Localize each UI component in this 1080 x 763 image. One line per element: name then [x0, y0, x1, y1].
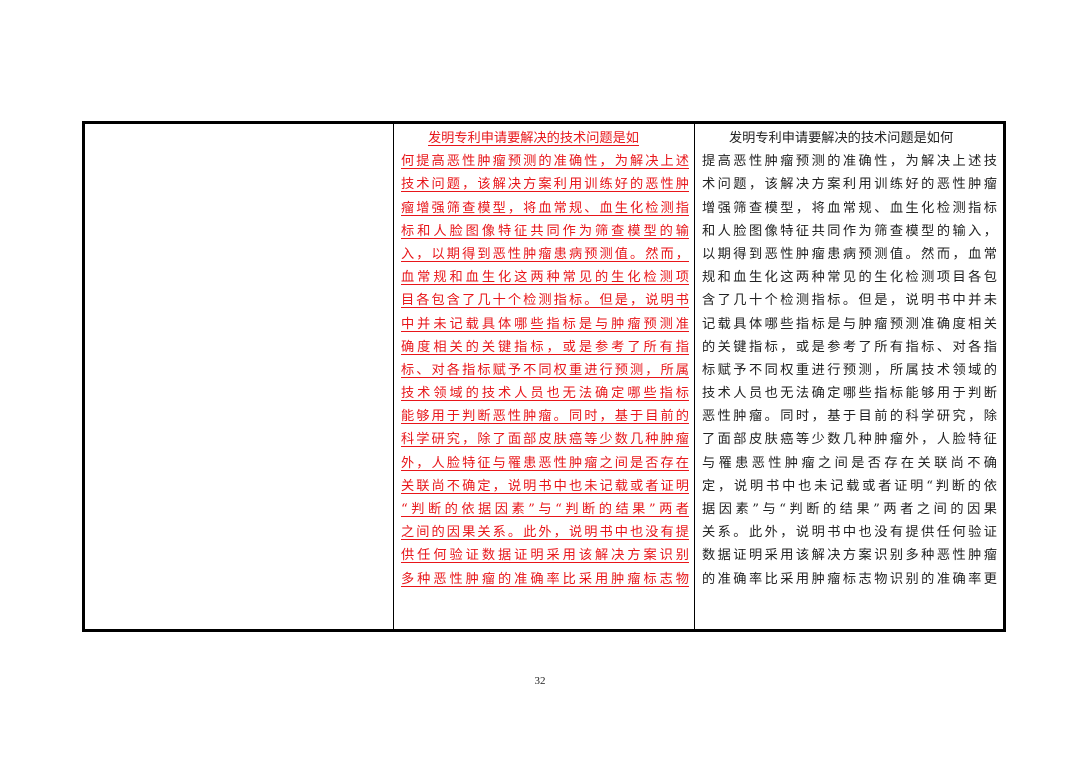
original-text-line: 数据证明采用该解决方案识别多种恶性肿瘤: [702, 548, 997, 564]
revised-text-line: 外，人脸特征与罹患恶性肿瘤之间是否存在: [401, 455, 689, 471]
revised-text-line: 供任何验证数据证明采用该解决方案识别: [401, 548, 689, 564]
revised-text-line: 科学研究，除了面部皮肤癌等少数几种肿瘤: [401, 432, 689, 448]
revised-text-line: 多种恶性肿瘤的准确率比采用肿瘤标志物: [401, 571, 689, 587]
original-text-column: 发明专利申请要解决的技术问题是如何提高恶性肿瘤预测的准确性，为解决上述技术问题，…: [695, 124, 1003, 629]
original-text-line: 了面部皮肤癌等少数几种肿瘤外，人脸特征: [702, 432, 997, 448]
revised-text-line: 之间的因果关系。此外，说明书中也没有提: [401, 525, 689, 541]
original-text-line: 和人脸图像特征共同作为筛查模型的输入，: [702, 223, 997, 239]
revised-text-line: 技术问题，该解决方案利用训练好的恶性肿: [401, 177, 689, 193]
revised-text-column: 发明专利申请要解决的技术问题是如何提高恶性肿瘤预测的准确性，为解决上述技术问题，…: [394, 124, 695, 629]
original-text-line: 术问题，该解决方案利用训练好的恶性肿瘤: [702, 177, 997, 193]
original-text-line: 含了几十个检测指标。但是，说明书中并未: [702, 293, 997, 309]
original-text-line: 规和血生化这两种常见的生化检测项目各包: [702, 270, 997, 286]
revised-text-line: 技术领域的技术人员也无法确定哪些指标: [401, 386, 689, 402]
original-text-line: 的关键指标，或是参考了所有指标、对各指: [702, 339, 997, 355]
revised-text-line: 目各包含了几十个检测指标。但是，说明书: [401, 293, 689, 309]
original-text-line: 提高恶性肿瘤预测的准确性，为解决上述技: [702, 154, 997, 170]
revised-text-line: 发明专利申请要解决的技术问题是如: [428, 131, 639, 146]
original-text-line: 关系。此外，说明书中也没有提供任何验证: [702, 525, 997, 541]
original-text-line: 增强筛查模型，将血常规、血生化检测指标: [702, 200, 997, 216]
original-text-line: 标赋予不同权重进行预测，所属技术领域的: [702, 362, 997, 378]
original-text-line: 发明专利申请要解决的技术问题是如何: [729, 131, 954, 146]
original-text-line: 的准确率比采用肿瘤标志物识别的准确率更: [702, 571, 997, 587]
empty-left-cell: [85, 124, 394, 629]
original-text-line: 以期得到恶性肿瘤患病预测值。然而，血常: [702, 246, 997, 262]
original-text-line: 恶性肿瘤。同时，基于目前的科学研究，除: [702, 409, 997, 425]
revised-text-line: 标和人脸图像特征共同作为筛查模型的输: [401, 223, 689, 239]
revised-text-line: 确度相关的关键指标，或是参考了所有指: [401, 339, 689, 355]
page-number: 32: [534, 675, 546, 687]
original-text-line: 据因素”与“判断的结果”两者之间的因果: [702, 502, 997, 517]
original-text-line: 与罹患恶性肿瘤之间是否存在关联尚不确: [702, 455, 997, 471]
revised-text-line: 标、对各指标赋予不同权重进行预测，所属: [401, 362, 689, 378]
revised-text-line: 血常规和血生化这两种常见的生化检测项: [401, 270, 689, 286]
revised-text-line: “判断的依据因素”与“判断的结果”两者: [401, 502, 689, 517]
revised-text-line: 中并未记载具体哪些指标是与肿瘤预测准: [401, 316, 689, 332]
comparison-table: 发明专利申请要解决的技术问题是如何提高恶性肿瘤预测的准确性，为解决上述技术问题，…: [82, 121, 1006, 632]
revised-text-line: 瘤增强筛查模型，将血常规、血生化检测指: [401, 200, 689, 216]
original-text-line: 记载具体哪些指标是与肿瘤预测准确度相关: [702, 316, 997, 332]
revised-text-line: 何提高恶性肿瘤预测的准确性，为解决上述: [401, 154, 689, 170]
original-text-line: 技术人员也无法确定哪些指标能够用于判断: [702, 386, 997, 402]
original-text-line: 定，说明书中也未记载或者证明“判断的依: [702, 478, 997, 494]
revised-text-line: 入，以期得到恶性肿瘤患病预测值。然而，: [401, 246, 689, 262]
revised-text-line: 关联尚不确定，说明书中也未记载或者证明: [401, 478, 689, 494]
revised-text-line: 能够用于判断恶性肿瘤。同时，基于目前的: [401, 409, 689, 425]
